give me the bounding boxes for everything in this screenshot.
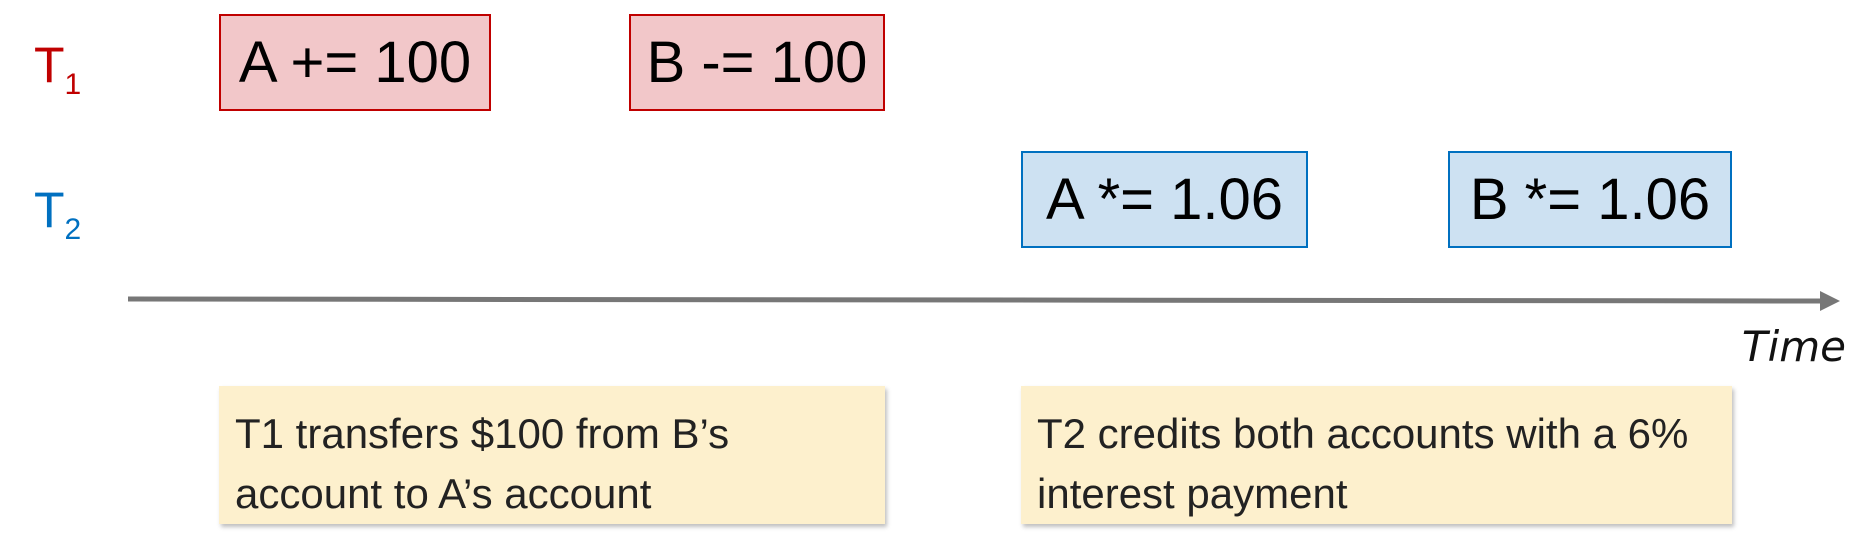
- t2-op-b-multiply: B *= 1.06: [1448, 151, 1732, 248]
- transaction-2-label: T2: [34, 185, 81, 245]
- transaction-1-label: T1: [34, 40, 81, 100]
- transaction-1-subscript: 1: [64, 68, 82, 101]
- time-axis-label: Time: [1741, 322, 1846, 371]
- transaction-2-name: T: [34, 182, 65, 238]
- t1-op-a-add: A += 100: [219, 14, 491, 111]
- t2-description-note: T2 credits both accounts with a 6% inter…: [1021, 386, 1732, 524]
- t1-op-b-subtract: B -= 100: [629, 14, 885, 111]
- time-axis-arrowhead: [1820, 291, 1840, 311]
- t1-description-note: T1 transfers $100 from B’s account to A’…: [219, 386, 885, 524]
- transaction-1-name: T: [34, 37, 65, 93]
- transaction-2-subscript: 2: [64, 213, 82, 246]
- t2-op-a-multiply: A *= 1.06: [1021, 151, 1308, 248]
- time-axis-line: [127, 296, 1821, 304]
